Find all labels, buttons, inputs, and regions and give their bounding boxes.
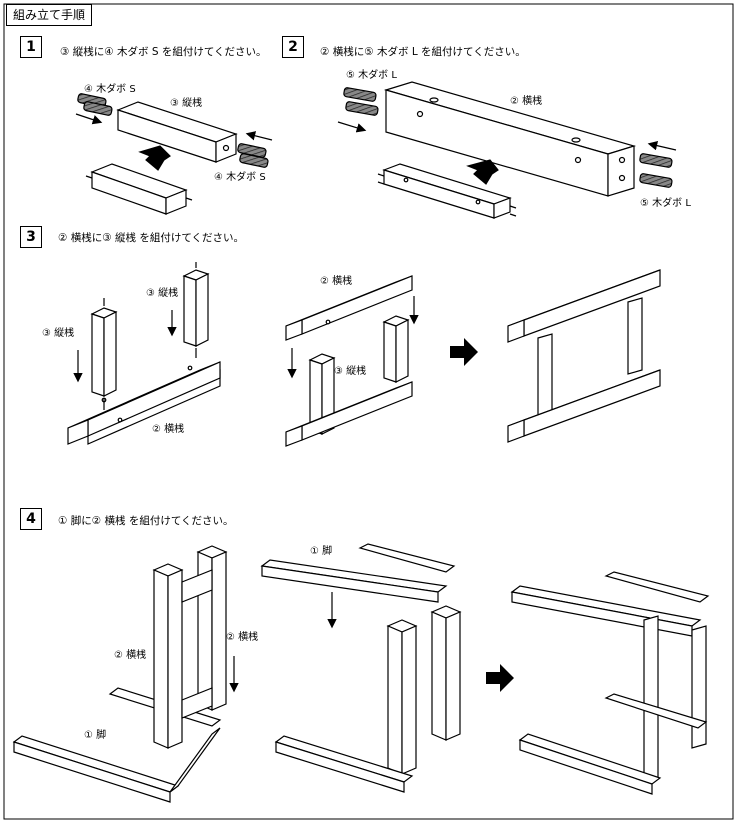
step-3-label-post-c: ③ 縦桟 [334,364,366,377]
result-arrow [450,338,478,366]
step-2-instruction: ② 横桟に⑤ 木ダボ L を組付けてください。 [320,46,526,58]
insert-arrow [337,121,367,133]
step-4-label-frame-a: ② 横桟 [114,648,146,661]
step-3-illustration-result [507,269,661,443]
step-3-number: 3 [20,226,42,248]
step-4-label-leg-b: ① 脚 [310,544,332,557]
dowel-s-right [237,143,269,168]
horizontal-rail-part [383,81,637,197]
insert-arrow [245,131,273,141]
assembly-arrow [138,145,171,171]
step-3-instruction: ② 横桟に③ 縦桟 を組付けてください。 [58,232,245,244]
step-1-label-dowel-left: ④ 木ダボ S [84,82,136,95]
step-3-label-post-a: ③ 縦桟 [42,326,74,339]
step-2-label-dowel-right: ⑤ 木ダボ L [640,196,691,209]
step-1-number: 1 [20,36,42,58]
assembly-arrow [466,159,499,185]
step-4-number: 4 [20,508,42,530]
step-2-label-dowel-left: ⑤ 木ダボ L [346,68,397,81]
step-1-label-dowel-right: ④ 木ダボ S [214,170,266,183]
step-4-illustration-result [510,571,710,795]
vertical-rail-assembled [85,163,193,215]
dowel-l-right [639,153,673,188]
step-3-illustration-b [285,275,419,447]
step-2-illustration [337,81,677,219]
insert-arrow [75,113,103,125]
step-4-label-frame-b: ② 横桟 [226,630,258,643]
step-2-number: 2 [282,36,304,58]
horizontal-rail-assembled [377,163,517,219]
result-arrow [486,664,514,692]
page-border [3,3,734,820]
step-4-instruction: ① 脚に② 横桟 を組付けてください。 [58,515,234,527]
vertical-rail-part [116,101,238,163]
step-3-label-post-b: ③ 縦桟 [146,286,178,299]
dowel-s-left [77,93,113,116]
step-3-label-rail-bottom: ② 横桟 [152,422,184,435]
step-1-illustration [75,93,273,215]
insert-arrow [647,140,677,151]
step-1-label-part: ③ 縦桟 [170,96,202,109]
step-4-label-leg-a: ① 脚 [84,728,106,741]
step-3-label-rail-top: ② 横桟 [320,274,352,287]
page-title: 組み立て手順 [6,4,93,26]
step-3-illustration-a [67,262,221,445]
dowel-l-left [343,87,379,116]
step-1-instruction: ③ 縦桟に④ 木ダボ S を組付けてください。 [60,46,267,58]
step-2-label-part: ② 横桟 [510,94,542,107]
step-4-illustration-b [260,543,462,793]
step-4-illustration-a [12,545,239,803]
